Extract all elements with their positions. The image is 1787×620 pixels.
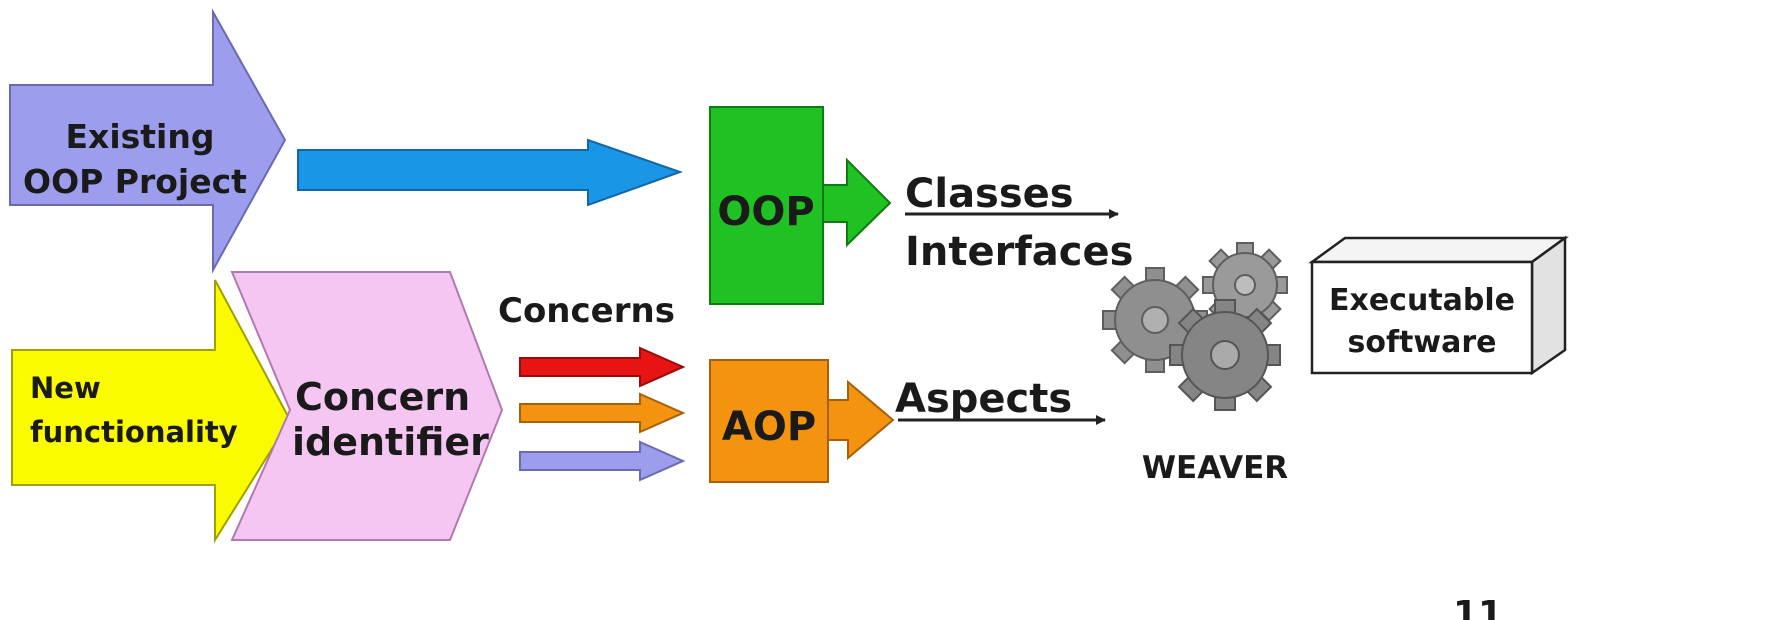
aop-block: AOP — [709, 359, 895, 483]
oop-block: OOP — [709, 106, 892, 305]
new-functionality-block: New functionality — [11, 279, 292, 544]
existing-project-line2: OOP Project — [23, 162, 247, 201]
aop-label: AOP — [722, 404, 816, 450]
box-icon: Executable software — [1308, 235, 1569, 376]
orange-concern-arrow — [519, 392, 686, 434]
purple-concern-arrow — [519, 440, 686, 482]
concerns-label: Concerns — [498, 291, 675, 331]
new-functionality-line1: New — [30, 371, 101, 405]
new-functionality-line2: functionality — [30, 415, 238, 449]
aspects-label: Aspects — [895, 376, 1072, 422]
executable-line2: software — [1348, 325, 1497, 360]
classes-label: Classes — [905, 171, 1074, 217]
weaver-label: WEAVER — [1142, 450, 1288, 486]
concern-identifier-line1: Concern — [295, 375, 470, 419]
page-number: 11 — [1453, 594, 1503, 620]
concern-identifier-line2: identifier — [292, 420, 489, 464]
gears-icon — [1102, 242, 1288, 411]
existing-project-line1: Existing — [66, 117, 215, 156]
classes-interfaces: Classes Interfaces — [905, 171, 1133, 275]
concern-identifier-block: Concern identifier — [230, 271, 504, 541]
existing-project-block: Existing OOP Project — [9, 8, 287, 274]
aspects: Aspects — [895, 376, 1106, 425]
blue-arrow — [297, 138, 684, 207]
interfaces-label: Interfaces — [905, 229, 1133, 275]
executable-line1: Executable — [1329, 283, 1515, 318]
oop-label: OOP — [717, 189, 814, 235]
red-concern-arrow — [519, 346, 686, 388]
